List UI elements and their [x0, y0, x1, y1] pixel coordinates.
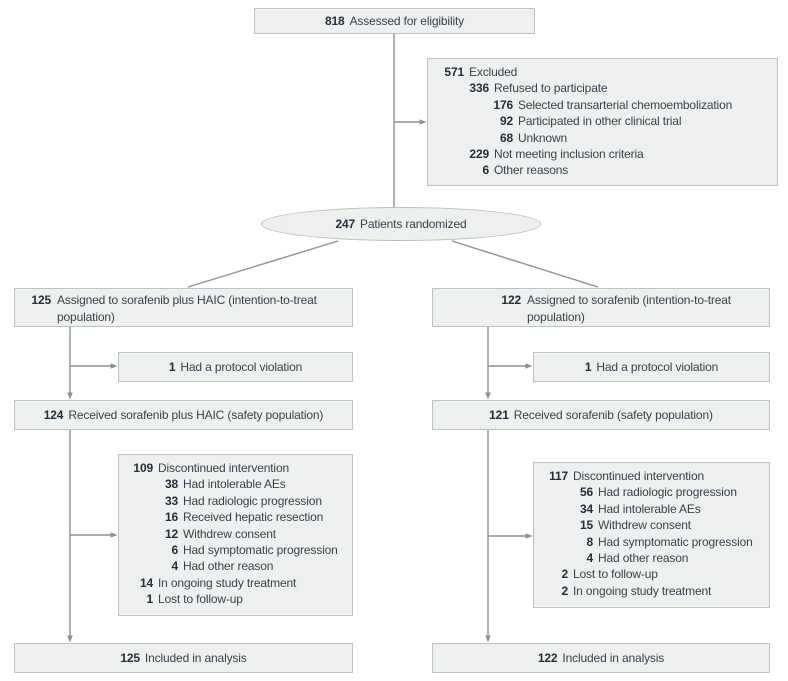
right-assigned-box: 122 Assigned to sorafenib (intention-to-…: [432, 288, 770, 327]
randomized-count: 247: [335, 217, 356, 231]
discontinued-line: 109 Discontinued intervention: [133, 461, 289, 475]
right-discontinued-box: 117 Discontinued intervention 56 Had rad…: [533, 462, 770, 608]
assessed-count: 818: [324, 14, 345, 28]
excluded-line: 336 Refused to participate: [469, 81, 608, 96]
left-received-box: 124 Received sorafenib plus HAIC (safety…: [14, 400, 353, 430]
randomized-label: Patients randomized: [360, 217, 467, 231]
discontinued-line: 117 Discontinued intervention: [549, 469, 704, 483]
left-analysis-box: 125 Included in analysis: [14, 643, 353, 673]
assessed-eligibility-box: 818 Assessed for eligibility: [254, 8, 535, 34]
discontinued-line: 2 In ongoing study treatment: [561, 583, 712, 598]
discontinued-line: 33 Had radiologic progression: [164, 493, 322, 508]
excluded-box: 571 Excluded 336 Refused to participate …: [427, 58, 778, 186]
discontinued-line: 4 Had other reason: [586, 551, 689, 566]
excluded-line: 92 Participated in other clinical trial: [499, 114, 682, 129]
right-received-box: 121 Received sorafenib (safety populatio…: [432, 400, 770, 430]
randomized-oval: 247 Patients randomized: [261, 207, 541, 241]
discontinued-line: 12 Withdrew consent: [164, 526, 276, 541]
discontinued-line: 34 Had intolerable AEs: [579, 501, 701, 516]
discontinued-line: 16 Received hepatic resection: [164, 510, 324, 525]
excluded-line: 68 Unknown: [499, 130, 567, 145]
discontinued-line: 1 Lost to follow-up: [146, 592, 243, 607]
discontinued-line: 8 Had symptomatic progression: [586, 534, 753, 549]
assessed-label: Assessed for eligibility: [349, 14, 465, 28]
discontinued-line: 14 In ongoing study treatment: [139, 575, 297, 590]
excluded-line: 176 Selected transarterial chemoemboliza…: [493, 97, 733, 112]
discontinued-line: 6 Had symptomatic progression: [171, 543, 338, 558]
left-assigned-box: 125 Assigned to sorafenib plus HAIC (int…: [14, 288, 353, 327]
discontinued-line: 56 Had radiologic progression: [579, 485, 737, 500]
right-analysis-box: 122 Included in analysis: [432, 643, 770, 673]
right-protocol-violation-box: 1 Had a protocol violation: [533, 352, 770, 382]
discontinued-line: 4 Had other reason: [171, 559, 274, 574]
discontinued-line: 15 Withdrew consent: [579, 518, 691, 533]
discontinued-line: 2 Lost to follow-up: [561, 567, 658, 582]
left-discontinued-box: 109 Discontinued intervention 38 Had int…: [118, 454, 353, 616]
excluded-line: 229 Not meeting inclusion criteria: [469, 147, 644, 162]
excluded-line: 571 Excluded: [444, 65, 518, 79]
excluded-line: 6 Other reasons: [482, 163, 569, 178]
discontinued-line: 38 Had intolerable AEs: [164, 477, 286, 492]
left-protocol-violation-box: 1 Had a protocol violation: [118, 352, 353, 382]
